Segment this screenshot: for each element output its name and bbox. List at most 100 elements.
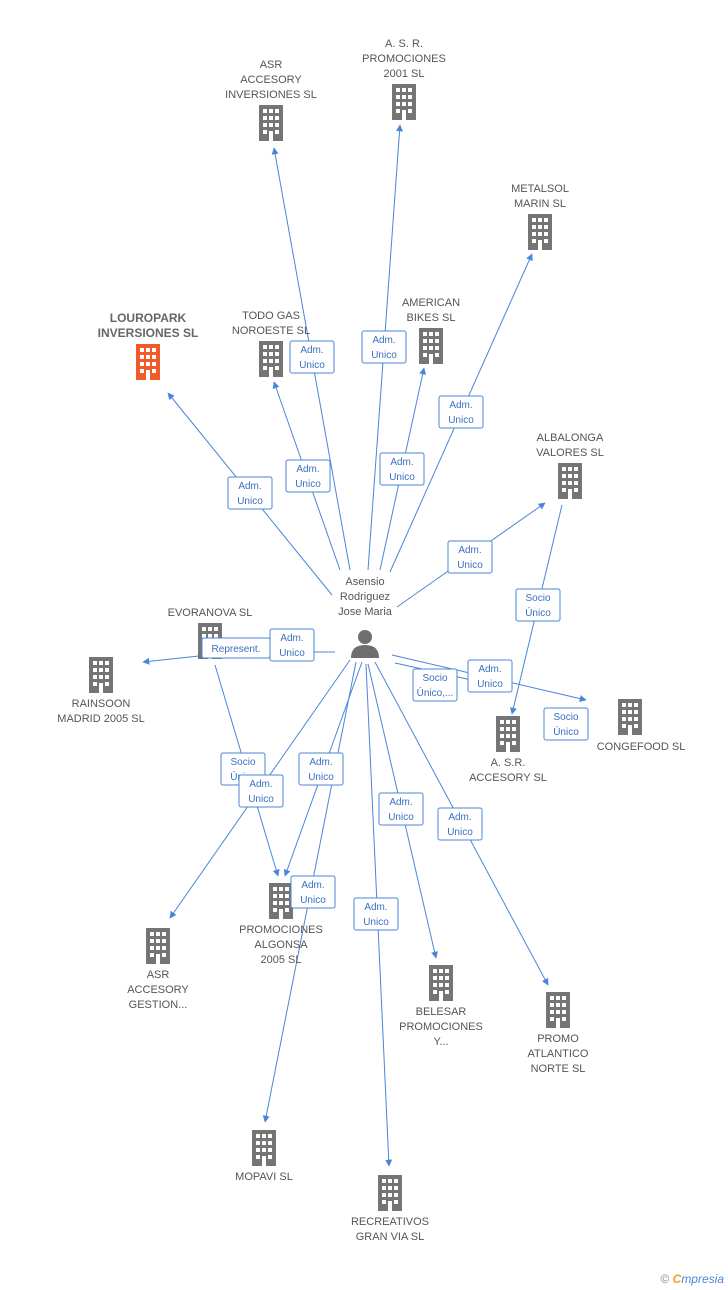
building-icon	[496, 716, 520, 752]
company-label-line: ASR	[260, 59, 283, 71]
company-label-line: GRAN VIA SL	[356, 1231, 424, 1243]
company-label-line: A. S. R.	[385, 38, 423, 50]
relation-text: Adm.	[389, 797, 412, 808]
relation-text: Adm.	[301, 880, 324, 891]
relation-text: Socio	[422, 673, 447, 684]
company-node-rainsoon-madrid-2005[interactable]: RAINSOON MADRID 2005 SL	[57, 657, 145, 725]
company-label-line: 2005 SL	[261, 954, 302, 966]
company-label-line: Y...	[433, 1036, 448, 1048]
relation-text: Adm.	[458, 545, 481, 556]
brand-name: mpresia	[681, 1272, 724, 1286]
person-icon	[358, 630, 372, 644]
relation-text: Unico	[388, 812, 414, 823]
company-label-line: RAINSOON	[72, 698, 131, 710]
relation-text: Unico	[448, 415, 474, 426]
relation-labels: Adm.UnicoAdm.UnicoAdm.UnicoAdm.UnicoAdm.…	[201, 330, 589, 931]
relation-label-2: Adm. Unico	[438, 395, 484, 429]
company-label-line: ACCESORY	[127, 984, 189, 996]
building-icon	[392, 84, 416, 120]
company-label-line: AMERICAN	[402, 297, 460, 309]
company-label-line: LOUROPARK	[110, 311, 187, 325]
relation-text: Socio	[553, 712, 578, 723]
company-label-line: INVERSIONES SL	[225, 89, 317, 101]
relation-text: Unico	[248, 794, 274, 805]
company-label-line: BIKES SL	[407, 312, 456, 324]
relation-text: Adm.	[300, 345, 323, 356]
relation-label-11: SocioÚnico,...	[412, 668, 458, 702]
company-node-asr-accesory-gestion[interactable]: ASRACCESORYGESTION...	[127, 928, 189, 1011]
relation-label-6: Adm. Unico	[447, 540, 493, 574]
relation-label-17: Adm. Unico	[437, 807, 483, 841]
footer-brand: © Cmpresia	[660, 1272, 724, 1286]
company-label-line: PROMOCIONES	[239, 924, 323, 936]
relation-label-18: Adm. Unico	[290, 875, 336, 909]
company-node-congefood[interactable]: CONGEFOOD SL	[597, 699, 686, 753]
company-label-line: INVERSIONES SL	[98, 326, 199, 340]
relation-text: Adm.	[364, 902, 387, 913]
company-label-line: A. S.R.	[491, 757, 526, 769]
relation-text: Adm.	[296, 464, 319, 475]
brand-initial: C	[672, 1272, 682, 1286]
company-node-asr-accesory[interactable]: A. S.R.ACCESORY SL	[469, 716, 547, 784]
building-icon	[528, 214, 552, 250]
relation-text: Socio	[525, 593, 550, 604]
building-icon	[259, 341, 283, 377]
relation-text: Adm.	[448, 812, 471, 823]
relation-text: Unico	[457, 560, 483, 571]
person-name-line: Asensio	[345, 576, 384, 588]
company-label-line: GESTION...	[129, 999, 188, 1011]
company-node-evoranova[interactable]: EVORANOVA SL	[168, 607, 253, 659]
company-label-line: MOPAVI SL	[235, 1171, 293, 1183]
relation-text: Unico	[447, 827, 473, 838]
relation-label-1: Adm.Unico	[361, 330, 407, 364]
company-label-line: EVORANOVA SL	[168, 607, 253, 619]
relation-label-10: Adm.Unico	[467, 659, 513, 693]
relation-text: Adm.	[372, 335, 395, 346]
relation-text: Unico	[300, 895, 326, 906]
building-icon	[546, 992, 570, 1028]
relation-label-14: Adm. Unico	[238, 774, 284, 808]
relation-label-8: Represent.	[201, 637, 271, 659]
company-label-line: 2001 SL	[384, 68, 425, 80]
relation-text: Unico	[295, 479, 321, 490]
company-label-line: CONGEFOOD SL	[597, 741, 686, 753]
copyright-symbol: ©	[660, 1272, 670, 1286]
relation-text: Único,...	[417, 686, 454, 699]
relation-text: Adm.	[449, 400, 472, 411]
relation-label-3: Adm.Unico	[227, 476, 273, 510]
person-name-line: Jose Maria	[338, 606, 393, 618]
relation-text: Unico	[279, 648, 305, 659]
relation-text: Socio	[230, 757, 255, 768]
building-icon	[378, 1175, 402, 1211]
relation-label-5: Adm.Unico	[379, 452, 425, 486]
relation-text: Adm.	[249, 779, 272, 790]
building-icon	[269, 883, 293, 919]
relation-text: Adm.	[280, 633, 303, 644]
company-label-line: VALORES SL	[536, 447, 604, 459]
building-icon	[252, 1130, 276, 1166]
person-name-line: Rodriguez	[340, 591, 390, 603]
company-node-american-bikes[interactable]: AMERICAN BIKES SL	[402, 297, 460, 364]
company-label-line: MARIN SL	[514, 198, 566, 210]
relation-label-15: Adm.Unico	[298, 752, 344, 786]
relation-text: Único	[553, 725, 579, 738]
company-node-belesar-promociones[interactable]: BELESARPROMOCIONESY...	[399, 965, 483, 1048]
relation-text: Adm.	[238, 481, 261, 492]
building-icon	[89, 657, 113, 693]
person-icon-body	[351, 645, 379, 658]
company-node-mopavi[interactable]: MOPAVI SL	[235, 1130, 293, 1183]
company-label-line: MADRID 2005 SL	[57, 713, 144, 725]
